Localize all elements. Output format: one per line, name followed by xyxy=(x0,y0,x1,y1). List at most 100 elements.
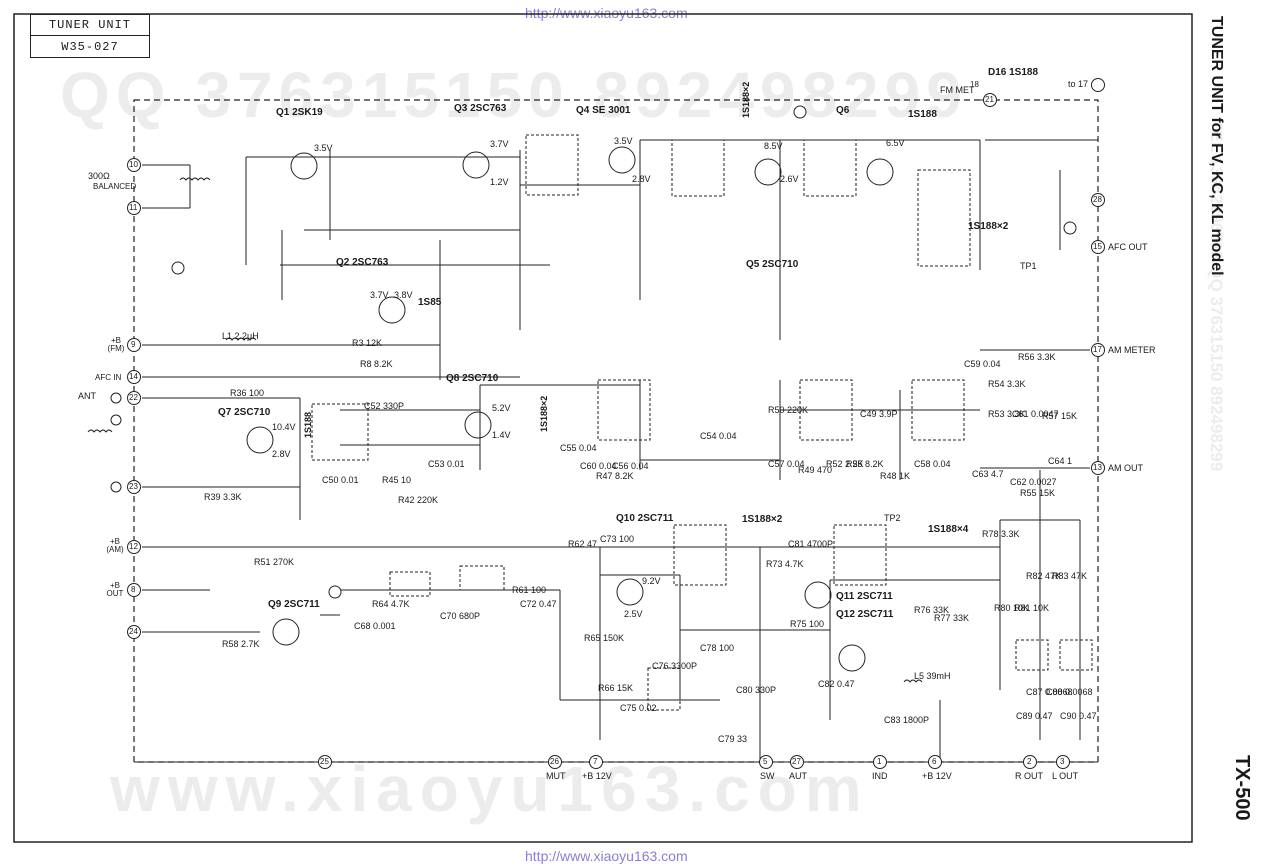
component-label: C68 0.001 xyxy=(354,621,396,631)
q4-label: Q4 SE 3001 xyxy=(576,105,631,116)
component-label: C81 4700P xyxy=(788,539,834,549)
component-label: L5 39mH xyxy=(914,671,951,681)
terminal-25-num: 25 xyxy=(320,757,329,766)
component-label: C54 0.04 xyxy=(700,431,737,441)
component-label: R56 3.3K xyxy=(1018,352,1056,362)
component-label: C58 0.04 xyxy=(914,459,951,469)
component-label: C82 0.47 xyxy=(818,679,855,689)
voltage-label: 1.2V xyxy=(490,177,509,187)
component-label: C55 0.04 xyxy=(560,443,597,453)
component-label: R49 470 xyxy=(798,465,833,475)
component-label: R50 220K xyxy=(768,405,809,415)
terminal-12-num: 12 xyxy=(129,542,138,551)
q11-label: Q11 2SC711 xyxy=(836,591,893,602)
terminal-11-num: 11 xyxy=(129,203,138,212)
terminal-2-label: R OUT xyxy=(1015,771,1043,781)
component-label: R75 100 xyxy=(790,619,825,629)
terminal-24-num: 24 xyxy=(129,627,138,636)
q6-label: Q6 xyxy=(836,105,850,116)
terminal-21-num: 21 xyxy=(985,95,994,104)
component-label: R76 33K xyxy=(914,605,950,615)
terminal-1-num: 1 xyxy=(877,757,882,766)
watermark-qq-line: QQ 376315150 892498299 xyxy=(60,59,968,131)
component-label: R55 15K xyxy=(1020,488,1056,498)
component-label: R81 10K xyxy=(1014,603,1050,613)
voltage-label: 9.2V xyxy=(642,576,661,586)
terminal-22-num: 22 xyxy=(129,393,138,402)
component-label: R78 3.3K xyxy=(982,529,1020,539)
voltage-label: 5.2V xyxy=(492,403,511,413)
component-label: R8 8.2K xyxy=(360,359,393,369)
component-label: C73 100 xyxy=(600,534,635,544)
q7-label: Q7 2SC710 xyxy=(218,407,271,418)
component-label: R54 3.3K xyxy=(988,379,1026,389)
terminal-14-label: AFC IN xyxy=(95,373,122,382)
component-label: C53 0.01 xyxy=(428,459,465,469)
voltage-label: 3.7V xyxy=(370,290,389,300)
component-label: R64 4.7K xyxy=(372,599,410,609)
terminal-5-num: 5 xyxy=(763,757,768,766)
voltage-label: 1.4V xyxy=(492,430,511,440)
q10-label: Q10 2SC711 xyxy=(616,513,674,524)
q2-label: Q2 2SC763 xyxy=(336,257,389,268)
component-label: R45 10 xyxy=(382,475,412,485)
q1-label: Q1 2SK19 xyxy=(276,107,323,118)
terminal-13-num: 13 xyxy=(1093,463,1102,472)
terminal-26-label: MUT xyxy=(546,771,566,781)
component-label: C57 0.04 xyxy=(768,459,805,469)
terminal-2-num: 2 xyxy=(1027,757,1032,766)
terminal-18-label: to 17 xyxy=(1068,79,1089,89)
component-label: R47 8.2K xyxy=(596,471,634,481)
voltage-label: 2.8V xyxy=(272,449,291,459)
diode-1s188-b: 1S188 xyxy=(303,411,313,438)
watermark-site-line: www.xiaoyu163.com xyxy=(110,753,870,825)
component-label: C49 3.9P xyxy=(860,409,898,419)
component-label: L1 2.2μH xyxy=(222,331,259,341)
component-label: C76 3300P xyxy=(652,661,698,671)
component-label: C79 33 xyxy=(718,734,748,744)
terminal-15-label: AFC OUT xyxy=(1108,242,1148,252)
component-label: C89 0.47 xyxy=(1016,711,1053,721)
terminal-27-label: AUT xyxy=(789,771,807,781)
component-label: R3 12K xyxy=(352,338,383,348)
terminal-7-num: 7 xyxy=(593,757,598,766)
component-label: R48 1K xyxy=(880,471,911,481)
q3-label: Q3 2SC763 xyxy=(454,103,507,114)
component-label: R57 15K xyxy=(1042,411,1078,421)
component-label: R80 10K xyxy=(994,603,1030,613)
component-label: C78 100 xyxy=(700,643,735,653)
component-label: C60 0.04 xyxy=(580,461,617,471)
unit-title: TUNER UNIT xyxy=(48,18,131,32)
side-title: TUNER UNIT for FV, KC, KL model xyxy=(1208,16,1225,276)
component-label: C62 0.0027 xyxy=(1010,477,1057,487)
terminal-9-label: +B (FM) xyxy=(107,336,125,353)
diode-1s188x4: 1S188×4 xyxy=(928,524,969,535)
terminal-17-label: AM METER xyxy=(1108,345,1156,355)
terminal-3-label: L OUT xyxy=(1052,771,1079,781)
component-label: R58 2.7K xyxy=(222,639,260,649)
diode-1s188x2-d: 1S188×2 xyxy=(539,395,549,432)
watermark-tel-line: TEL 13942296513 QQ 376315150 892498299 xyxy=(1207,120,1226,472)
tp2-label: TP2 xyxy=(884,513,901,523)
terminal-26-num: 26 xyxy=(550,757,559,766)
terminal-6-label: +B 12V xyxy=(922,771,952,781)
diode-1s188x2-b: 1S188×2 xyxy=(968,221,1009,232)
terminal-10-label: 300Ω xyxy=(88,171,110,181)
tp1-label: TP1 xyxy=(1020,261,1037,271)
voltage-label: 3.5V xyxy=(314,143,333,153)
component-label: R55 8.2K xyxy=(846,459,884,469)
diode-1s188x2-c: 1S188×2 xyxy=(742,514,783,525)
component-label: C70 680P xyxy=(440,611,481,621)
terminal-5-label: SW xyxy=(760,771,775,781)
component-label: R39 3.3K xyxy=(204,492,242,502)
terminal-13-label: AM OUT xyxy=(1108,463,1143,473)
component-label: C75 0.02 xyxy=(620,703,657,713)
q9-label: Q9 2SC711 xyxy=(268,599,320,610)
terminal-17-num: 17 xyxy=(1093,345,1102,354)
terminal-10-num: 10 xyxy=(129,160,138,169)
component-label: R83 47K xyxy=(1052,571,1088,581)
component-label: C64 1 xyxy=(1048,456,1073,466)
terminal-15-num: 15 xyxy=(1093,242,1102,251)
diode-1s188-a: 1S188 xyxy=(908,109,937,120)
top-url-watermark: http://www.xiaoyu163.com xyxy=(525,5,688,21)
